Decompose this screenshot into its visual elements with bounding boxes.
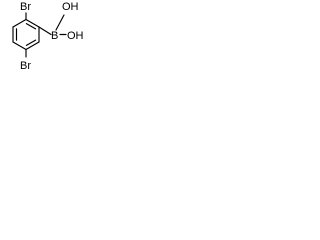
hydroxyl-top-label: OH: [62, 1, 79, 13]
bromine-top-label: Br: [20, 1, 31, 13]
bromine-bottom-label: Br: [20, 60, 31, 72]
bond-boron-to-oh-top: [55, 14, 65, 31]
double-bond-inner-2: [25, 39, 37, 46]
boron-label: B: [51, 30, 58, 42]
ring-bond-6: [12, 18, 27, 28]
ring-bond-3: [25, 41, 40, 51]
ring-bond-1: [25, 18, 40, 28]
benzene-ring: [12, 18, 40, 51]
chemical-structure: Br Br B OH OH: [12, 1, 84, 72]
double-bond-inner-1: [25, 23, 37, 30]
ring-bond-4: [12, 41, 27, 51]
bond-ring-to-boron: [38, 26, 52, 36]
hydroxyl-bottom-label: OH: [67, 30, 84, 42]
aromatic-double-bonds: [15, 23, 37, 46]
